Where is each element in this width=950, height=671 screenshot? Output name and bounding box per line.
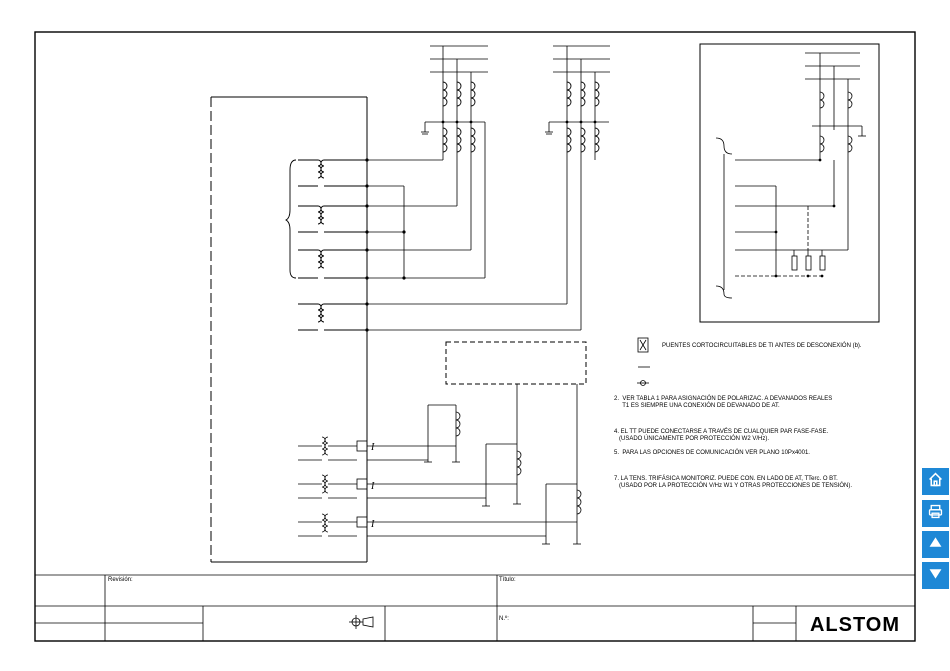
svg-text:I: I [370, 519, 375, 530]
note-5: 5. PARA LAS OPCIONES DE COMUNICACIÓN VER… [614, 450, 810, 456]
print-button[interactable] [922, 500, 949, 527]
svg-text:I: I [370, 442, 375, 453]
alstom-logo: ALSTOM [809, 614, 901, 636]
home-button[interactable] [922, 468, 949, 495]
note-2: 2. VER TABLA 1 PARA ASIGNACIÓN DE POLARI… [614, 396, 833, 409]
note-4: 4. EL TT PUEDE CONECTARSE A TRAVÉS DE CU… [614, 429, 829, 442]
home-icon [927, 471, 944, 493]
number-label: N.º: [499, 616, 509, 622]
note-7: 7. LA TENS. TRIFÁSICA MONITORIZ. PUEDE C… [614, 476, 853, 489]
revision-label: Revisión: [108, 577, 133, 583]
printer-icon [927, 503, 944, 525]
legend-shorting-links-text: PUENTES CORTOCIRCUITABLES DE TI ANTES DE… [662, 343, 862, 349]
svg-text:I: I [370, 481, 375, 492]
page-down-button[interactable] [922, 562, 949, 589]
arrow-up-icon [927, 534, 944, 556]
page-up-button[interactable] [922, 531, 949, 558]
title-label: Título: [499, 577, 516, 583]
arrow-down-icon [927, 565, 944, 587]
